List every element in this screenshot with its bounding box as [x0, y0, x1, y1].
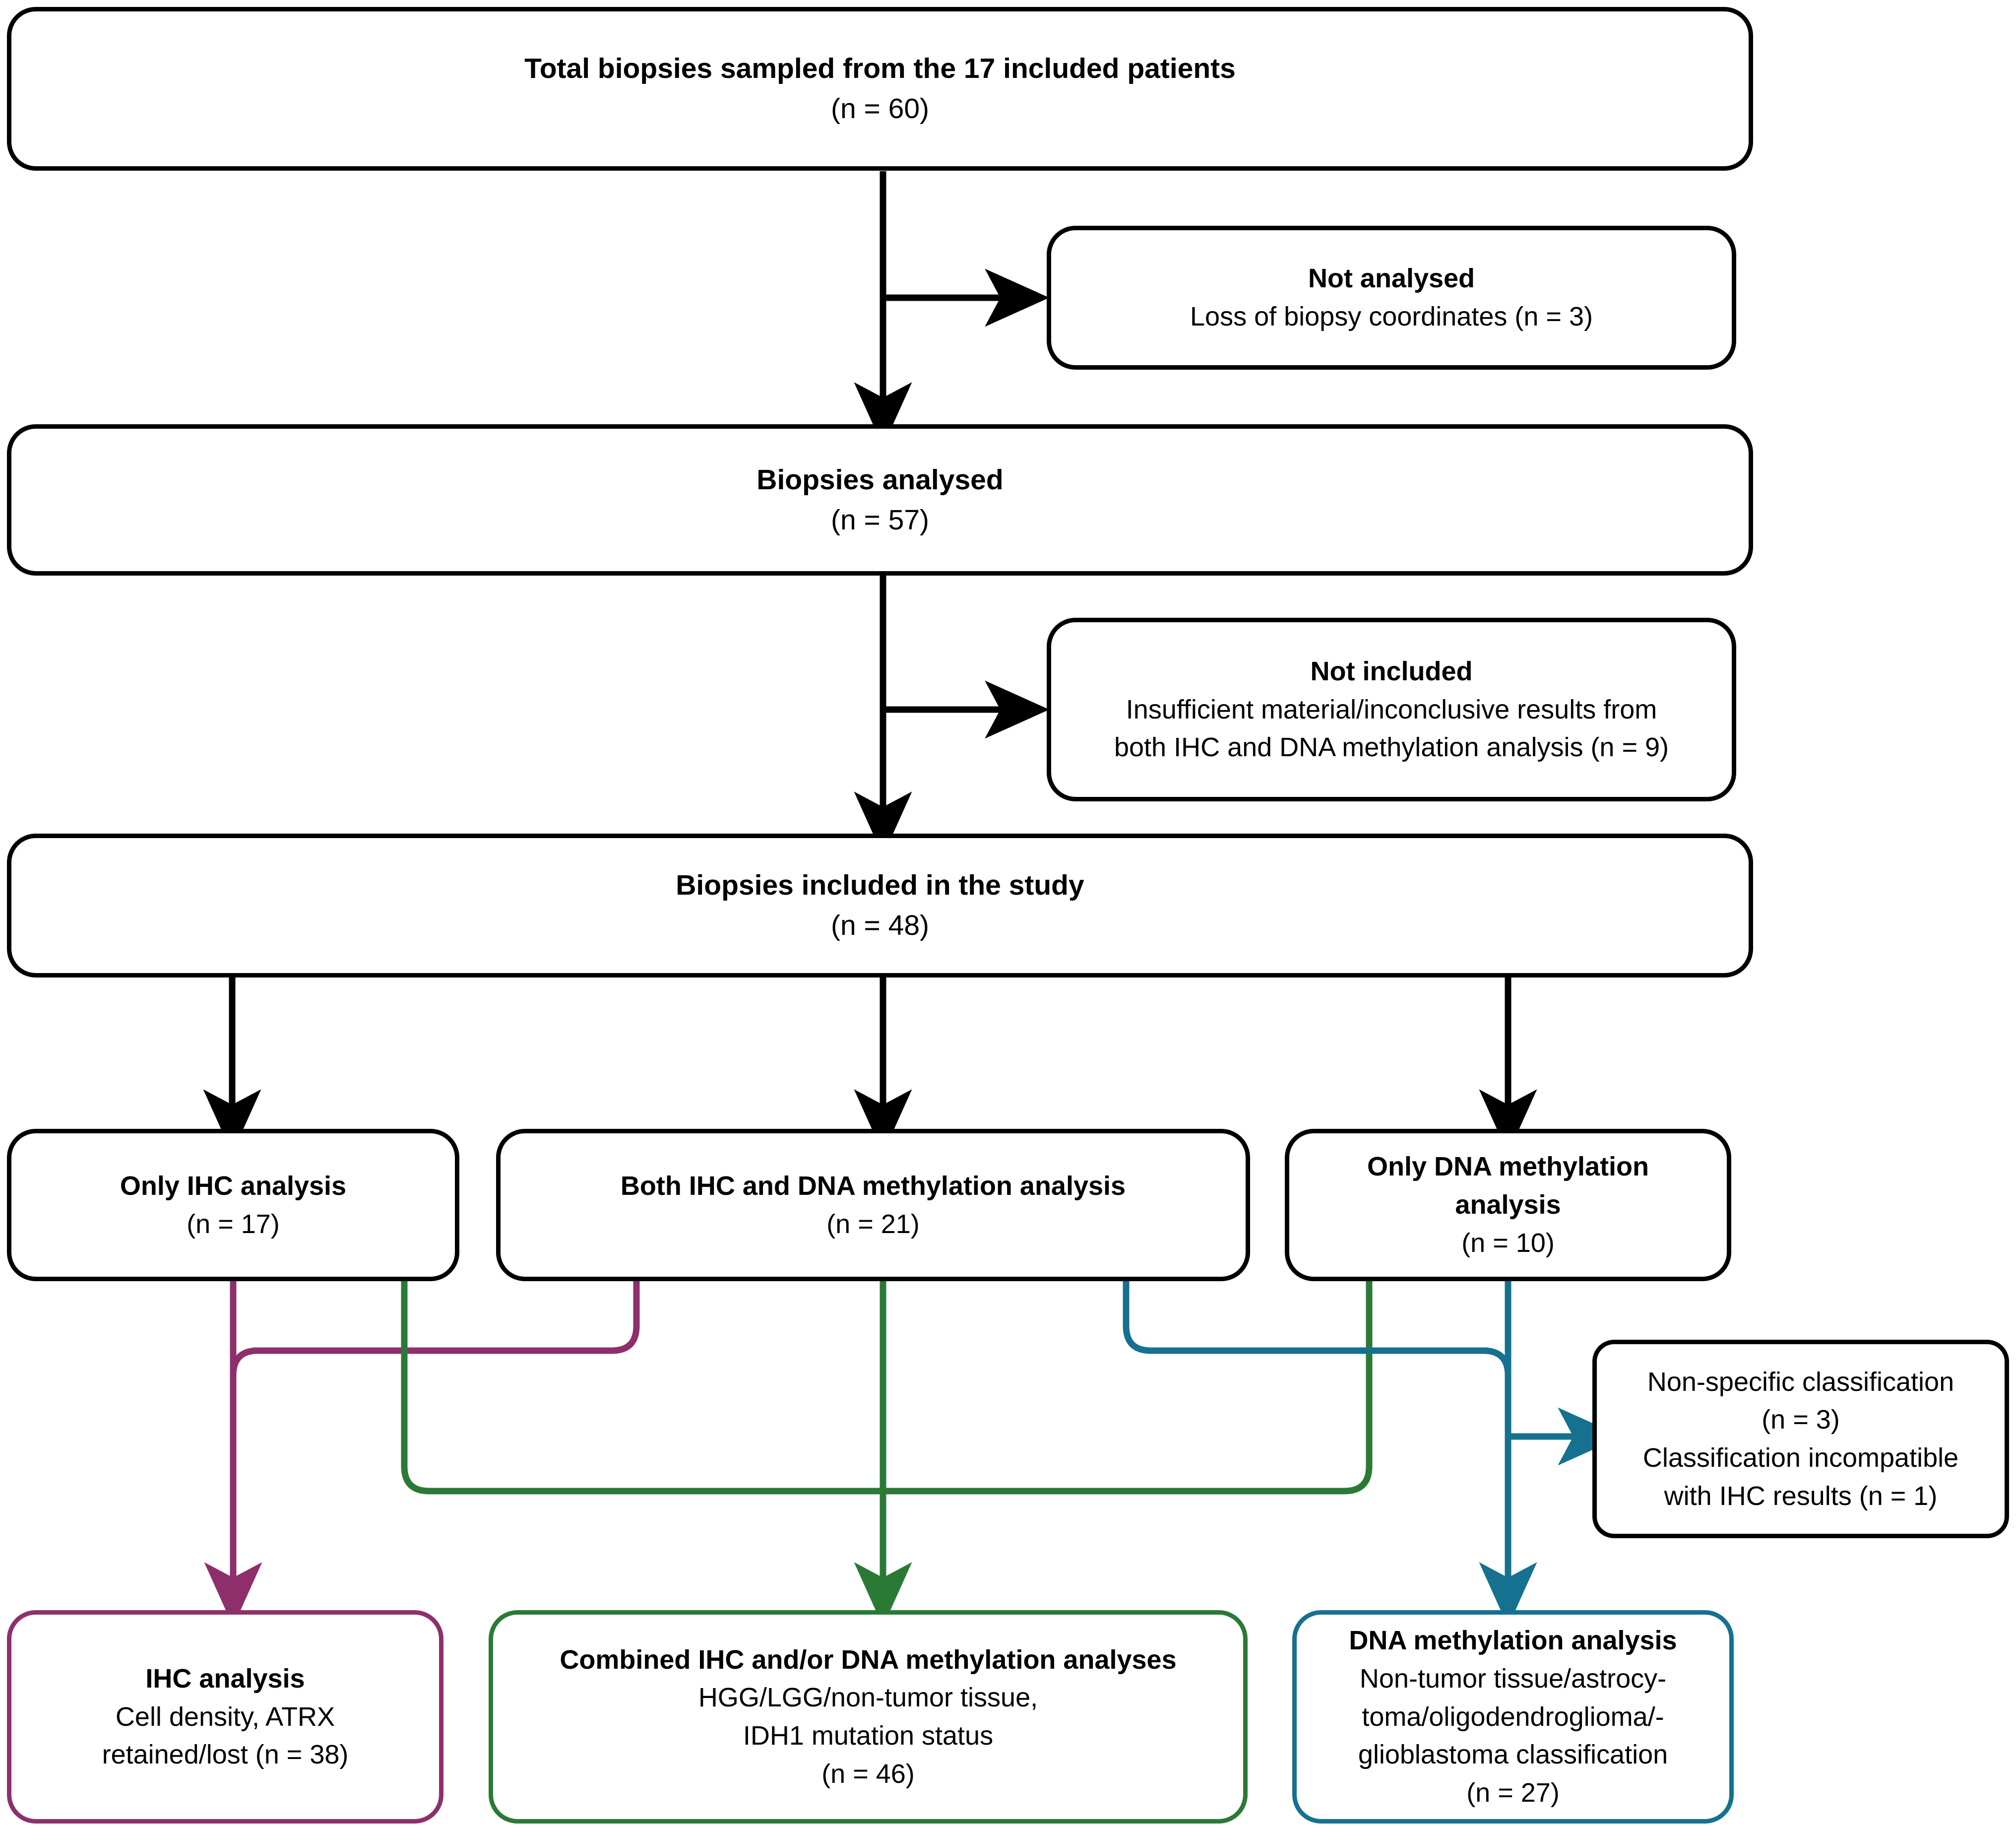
edge-only-ihc-to-ihc-analysis	[230, 1347, 258, 1592]
total-biopsies-title: Total biopsies sampled from the 17 inclu…	[524, 53, 1236, 85]
only-methylation-title-2: analysis	[1455, 1190, 1561, 1220]
methylation-analysis-line-4: (n = 27)	[1466, 1778, 1560, 1808]
node-only-methylation[interactable]: Only DNA methylation analysis (n = 10)	[1285, 1129, 1731, 1281]
only-ihc-count: (n = 17)	[187, 1209, 280, 1239]
ihc-analysis-line-2: retained/lost (n = 38)	[102, 1740, 349, 1770]
non-specific-line-2: (n = 3)	[1762, 1405, 1840, 1435]
node-ihc-analysis[interactable]: IHC analysis Cell density, ATRX retained…	[7, 1610, 443, 1824]
both-title: Both IHC and DNA methylation analysis	[620, 1171, 1126, 1201]
combined-line-1: HGG/LGG/non-tumor tissue,	[698, 1683, 1038, 1713]
node-non-specific-classification[interactable]: Non-specific classification (n = 3) Clas…	[1592, 1340, 2009, 1538]
biopsies-included-title: Biopsies included in the study	[676, 869, 1084, 902]
ihc-analysis-title: IHC analysis	[145, 1663, 305, 1694]
non-specific-line-1: Non-specific classification	[1647, 1367, 1954, 1397]
non-specific-line-4: with IHC results (n = 1)	[1664, 1481, 1938, 1511]
biopsies-included-count: (n = 48)	[830, 910, 930, 941]
combined-line-3: (n = 46)	[821, 1759, 915, 1789]
ihc-analysis-line-1: Cell density, ATRX	[115, 1701, 335, 1732]
edge-teal-corner	[1483, 1347, 1512, 1592]
node-not-included[interactable]: Not included Insufficient material/incon…	[1047, 618, 1736, 801]
methylation-analysis-line-3: glioblastoma classification	[1358, 1740, 1668, 1770]
node-total-biopsies[interactable]: Total biopsies sampled from the 17 inclu…	[7, 7, 1753, 171]
not-included-detail-1: Insufficient material/inconclusive resul…	[1126, 694, 1657, 724]
methylation-analysis-line-1: Non-tumor tissue/astrocy-	[1359, 1663, 1667, 1694]
biopsies-analysed-title: Biopsies analysed	[756, 463, 1004, 496]
total-biopsies-count: (n = 60)	[830, 93, 930, 125]
non-specific-line-3: Classification incompatible	[1642, 1443, 1959, 1473]
node-both-ihc-methylation[interactable]: Both IHC and DNA methylation analysis (n…	[496, 1129, 1250, 1281]
not-included-title: Not included	[1310, 656, 1473, 686]
methylation-analysis-line-2: toma/oligodendroglioma/-	[1362, 1701, 1664, 1732]
both-count: (n = 21)	[826, 1209, 920, 1239]
methylation-analysis-title: DNA methylation analysis	[1349, 1626, 1677, 1656]
combined-line-2: IDH1 mutation status	[743, 1721, 994, 1751]
edge-only-ihc-to-combined	[401, 1281, 645, 1495]
only-methylation-count: (n = 10)	[1461, 1228, 1555, 1258]
biopsies-analysed-count: (n = 57)	[830, 504, 930, 536]
node-methylation-analysis[interactable]: DNA methylation analysis Non-tumor tissu…	[1292, 1610, 1734, 1824]
not-analysed-title: Not analysed	[1308, 263, 1475, 294]
edge-only-methylation-to-combined	[1126, 1281, 1373, 1495]
only-ihc-title: Only IHC analysis	[120, 1171, 347, 1201]
not-analysed-detail: Loss of biopsy coordinates (n = 3)	[1190, 302, 1593, 331]
node-only-ihc[interactable]: Only IHC analysis (n = 17)	[7, 1129, 459, 1281]
not-included-detail-2: both IHC and DNA methylation analysis (n…	[1114, 732, 1669, 763]
only-methylation-title-1: Only DNA methylation	[1367, 1152, 1649, 1182]
combined-title: Combined IHC and/or DNA methylation anal…	[560, 1644, 1177, 1675]
node-combined-analyses[interactable]: Combined IHC and/or DNA methylation anal…	[489, 1610, 1248, 1824]
node-biopsies-included[interactable]: Biopsies included in the study (n = 48)	[7, 834, 1753, 978]
edge-both-to-ihc-analysis	[253, 1281, 640, 1354]
node-biopsies-analysed[interactable]: Biopsies analysed (n = 57)	[7, 424, 1753, 576]
node-not-analysed[interactable]: Not analysed Loss of biopsy coordinates …	[1047, 226, 1736, 370]
edge-both-to-methylation-analysis	[1123, 1281, 1488, 1354]
